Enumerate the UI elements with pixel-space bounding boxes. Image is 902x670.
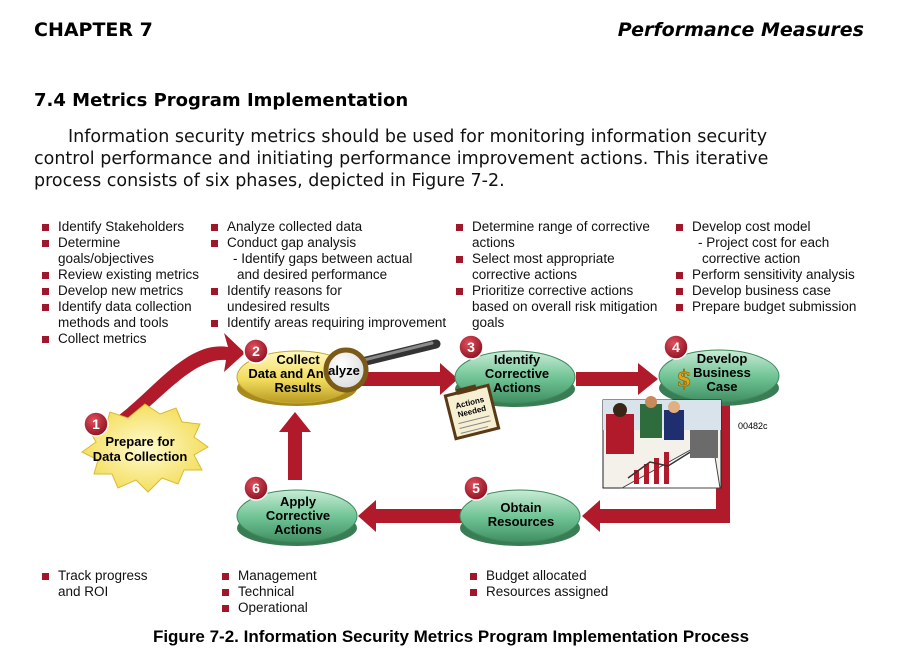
phase5-bullet-list: Budget allocated Resources assigned: [470, 568, 608, 600]
phase5-disk: [459, 489, 581, 543]
phase-label: Data and An: [248, 366, 323, 381]
list-item-continuation: corrective actions: [472, 267, 578, 282]
business-meeting-illustration: [602, 396, 722, 489]
phase2-bullet-list: Analyze collected data Conduct gap analy…: [211, 219, 446, 331]
list-item-continuation: based on overall risk mitigation: [472, 299, 658, 314]
phase-label: Identify: [494, 352, 541, 367]
actions-needed-note-icon: Actions Needed: [443, 383, 501, 441]
list-item: Develop business case: [676, 283, 856, 299]
phase-label: Results: [275, 380, 322, 395]
chapter-title: Performance Measures: [617, 19, 864, 41]
phase-number-badge: [243, 475, 269, 501]
arrow-5-to-6: [358, 500, 462, 532]
list-item: Prepare budget submission: [676, 299, 856, 315]
section-heading: 7.4 Metrics Program Implementation: [34, 90, 409, 111]
list-subitem: - Project cost for each: [698, 235, 830, 250]
phase-label: Case: [706, 379, 737, 394]
list-item: Conduct gap analysis: [211, 235, 446, 251]
phase-label: Obtain: [500, 500, 541, 515]
list-item: Collect metrics: [42, 331, 199, 347]
list-item: Identify Stakeholders: [42, 219, 199, 235]
list-item: Select most appropriate: [456, 251, 657, 267]
arrow-2-to-3: [360, 363, 458, 395]
phase-number: 1: [92, 416, 100, 432]
list-item: Resources assigned: [470, 584, 608, 600]
list-item: Develop cost model: [676, 219, 856, 235]
figure-code: 00482c: [738, 421, 768, 431]
phase1-bullet-list: Identify Stakeholders Determine goals/ob…: [42, 219, 199, 347]
list-item-continuation: undesired results: [227, 299, 330, 314]
list-item: Operational: [222, 600, 317, 616]
list-item-continuation: and desired performance: [237, 267, 388, 282]
phase-label: Resources: [488, 514, 554, 529]
list-item: Identify data collection: [42, 299, 199, 315]
phase-number-badge: [83, 411, 109, 437]
list-item-continuation: corrective action: [702, 251, 801, 266]
phase4-bullet-list: Develop cost model - Project cost for ea…: [676, 219, 856, 315]
list-item-continuation: goals: [472, 315, 505, 330]
phase-label: Actions: [274, 522, 322, 537]
phase-number: 4: [672, 339, 680, 355]
phase-number-badge: [458, 334, 484, 360]
list-item-continuation: goals/objectives: [58, 251, 155, 266]
list-item: Perform sensitivity analysis: [676, 267, 856, 283]
phase6-disk: [236, 489, 358, 543]
phase-number: 3: [467, 339, 475, 355]
phase-label: Corrective: [266, 508, 330, 523]
arrow-4-to-5: [582, 398, 730, 532]
intro-line: process consists of six phases, depicted…: [34, 171, 505, 191]
list-subitem: - Identify gaps between actual: [233, 251, 413, 266]
arrow-1-to-2: [112, 333, 245, 425]
list-item: Technical: [222, 584, 317, 600]
phase3-bullet-list: Determine range of corrective actions Se…: [456, 219, 657, 331]
phase-label: Corrective: [485, 366, 549, 381]
phase-number: 6: [252, 480, 260, 496]
magnifier-icon: alyze: [323, 339, 441, 393]
list-item: Analyze collected data: [211, 219, 446, 235]
intro-line: control performance and initiating perfo…: [34, 149, 769, 169]
dollar-icon: $: [676, 366, 691, 392]
arrow-6-to-2: [279, 412, 311, 480]
phase-number-badge: [663, 334, 689, 360]
phase-label: Collect: [276, 352, 320, 367]
list-item: Determine range of corrective: [456, 219, 657, 235]
phase-label: Data Collection: [93, 449, 188, 464]
intro-paragraph: Information security metrics should be u…: [34, 126, 874, 192]
magnified-text: alyze: [328, 363, 360, 378]
phase-label: Actions: [493, 380, 541, 395]
chapter-label: CHAPTER 7: [34, 19, 153, 41]
arrow-3-to-4: [576, 363, 658, 395]
list-item: Develop new metrics: [42, 283, 199, 299]
phase-number: 5: [472, 480, 480, 496]
list-item: Prioritize corrective actions: [456, 283, 657, 299]
list-item: Identify areas requiring improvement: [211, 315, 446, 331]
list-item-continuation: actions: [472, 235, 515, 250]
list-item: Track progress: [42, 568, 148, 584]
list-item: Budget allocated: [470, 568, 608, 584]
list-item-continuation: and ROI: [58, 584, 109, 599]
phase6-category-list: Management Technical Operational: [222, 568, 317, 616]
figure-caption: Figure 7-2. Information Security Metrics…: [152, 627, 750, 646]
phase-label: Apply: [280, 494, 317, 509]
phase-label: Business: [693, 365, 751, 380]
phase6-progress-list: Track progress and ROI: [42, 568, 148, 600]
phase-number-badge: [243, 338, 269, 364]
phase-label: Develop: [697, 351, 748, 366]
phase-number: 2: [252, 343, 260, 359]
list-item-continuation: methods and tools: [58, 315, 169, 330]
list-item: Management: [222, 568, 317, 584]
phase-number-badge: [463, 475, 489, 501]
list-item: Review existing metrics: [42, 267, 199, 283]
list-item: Identify reasons for: [211, 283, 446, 299]
list-item: Determine: [42, 235, 199, 251]
phase-label: Prepare for: [105, 434, 174, 449]
intro-line: Information security metrics should be u…: [68, 127, 768, 147]
